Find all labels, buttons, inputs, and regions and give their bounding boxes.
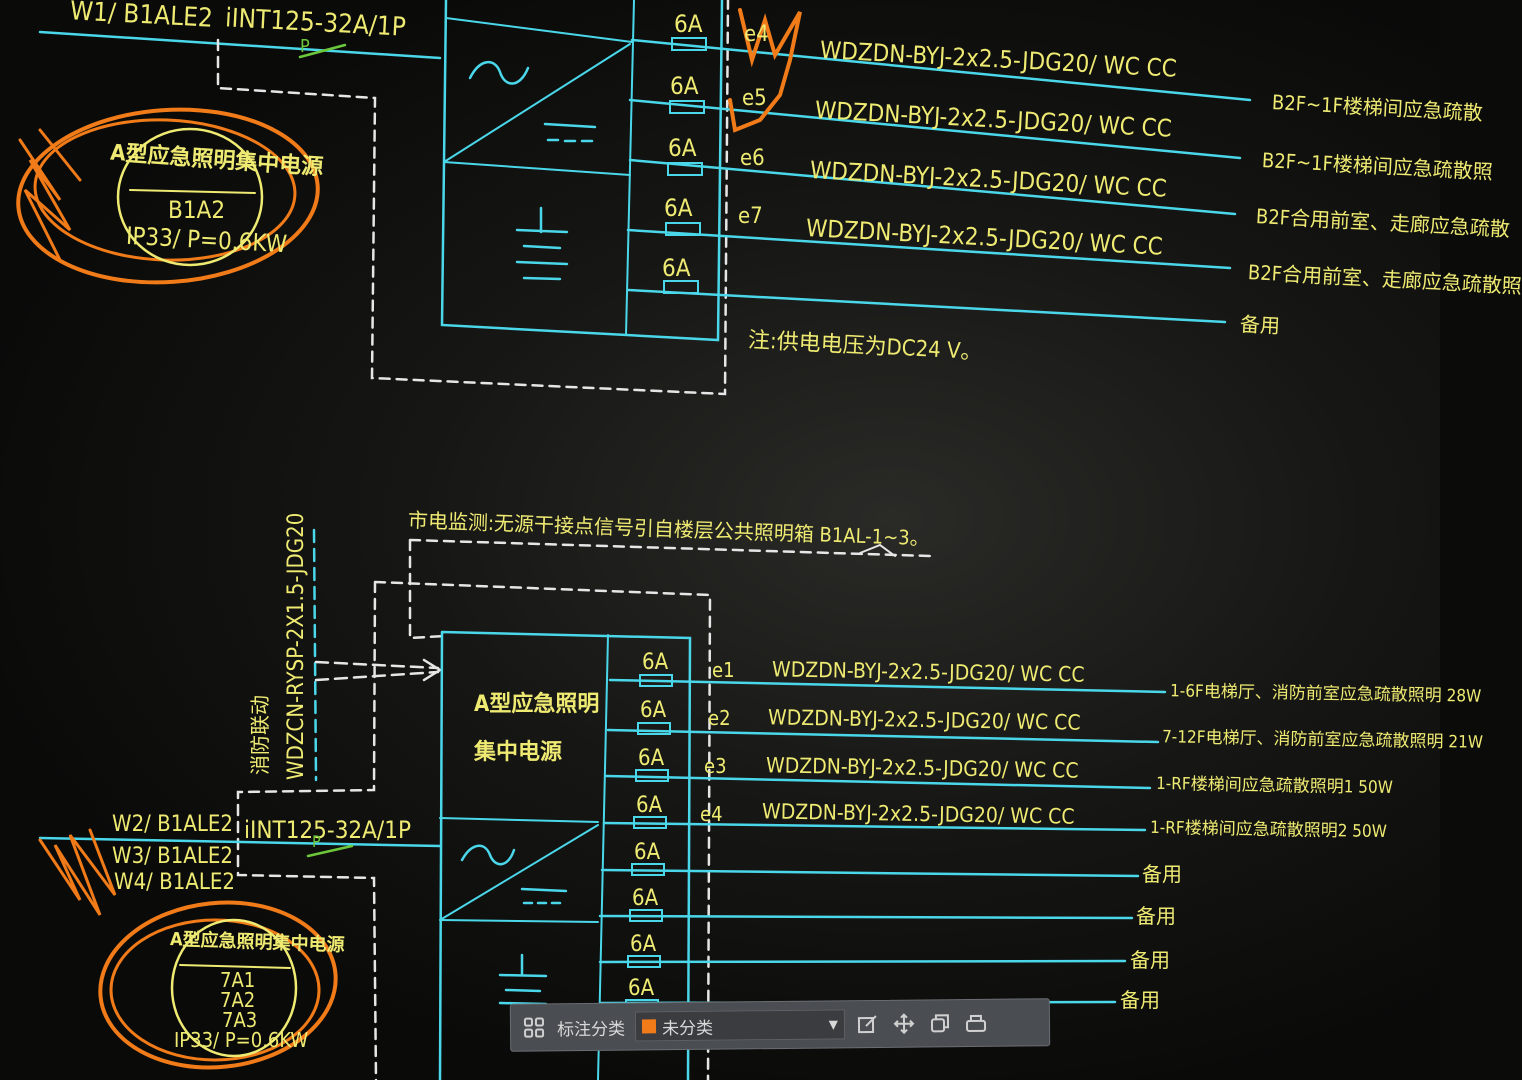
top-feeder-label: W1/ B1ALE2 <box>69 0 214 34</box>
top-circuit-id: e5 <box>742 86 767 111</box>
bottom-feeder-label: W4/ B1ALE2 <box>114 870 235 895</box>
grid-icon[interactable] <box>521 1014 547 1040</box>
orange-circle-bottom <box>98 900 338 1070</box>
bottom-source-label-2: 集中电源 <box>474 740 563 765</box>
edit-icon[interactable] <box>855 1011 881 1037</box>
layers-icon[interactable] <box>963 1010 989 1036</box>
move-icon[interactable] <box>891 1011 917 1037</box>
bottom-breaker-mark: P <box>312 832 321 851</box>
top-circuit-dest: 备用 <box>1239 312 1281 339</box>
top-fuse-rating: 6A <box>662 254 691 282</box>
bottom-fuse-rating: 6A <box>638 746 665 771</box>
top-enclosure-dashed <box>216 0 730 396</box>
category-select-value: 未分类 <box>661 1018 714 1039</box>
copy-icon[interactable] <box>927 1010 953 1036</box>
bottom-circuit-dest: 备用 <box>1136 904 1176 928</box>
bottom-vertical-cable: WDZCN-RYSP-2X1.5-JDG20 <box>284 512 309 780</box>
bottom-circuit-id: e1 <box>712 658 735 682</box>
top-fuse-rating: 6A <box>668 134 697 162</box>
bottom-source-id: 7A1 <box>220 968 256 992</box>
bottom-enclosure-dashed <box>236 580 712 1080</box>
bottom-fuse-rating: 6A <box>640 698 667 723</box>
bottom-source-id: 7A2 <box>220 988 256 1012</box>
bottom-fuse-rating: 6A <box>628 976 655 1001</box>
bottom-fuse-rating: 6A <box>630 932 657 957</box>
bottom-breaker-label: iINT125-32A/1P <box>244 816 411 844</box>
top-feeder-line <box>38 30 442 60</box>
bottom-circuit-dest: 1-RF楼梯间应急疏散照明2 50W <box>1149 817 1388 843</box>
bottom-fuse-rating: 6A <box>634 840 661 865</box>
bottom-circuit-dest: 1-RF楼梯间应急疏散照明1 50W <box>1155 773 1394 799</box>
bottom-source-id: 7A3 <box>222 1008 258 1032</box>
bottom-circuit-dest: 备用 <box>1130 948 1170 972</box>
bottom-circuit-id: e2 <box>708 706 731 730</box>
top-fuse-rating: 6A <box>664 194 693 222</box>
bottom-source-rating: IP33/ P=0.6KW <box>174 1028 309 1052</box>
bottom-circuit-cable: WDZDN-BYJ-2x2.5-JDG20/ WC CC <box>761 799 1075 829</box>
bottom-circuit-dest: 备用 <box>1142 862 1182 886</box>
bottom-circuit-dest: 备用 <box>1120 988 1160 1012</box>
bottom-fuse-rating: 6A <box>632 886 659 911</box>
bottom-feeder-label: W3/ B1ALE2 <box>112 844 233 869</box>
bottom-feeder-label: W2/ B1ALE2 <box>112 812 233 837</box>
bottom-circuit-cable: WDZDN-BYJ-2x2.5-JDG20/ WC CC <box>771 657 1085 687</box>
annotation-category-label: 标注分类 <box>556 1019 626 1040</box>
top-fuse-rating: 6A <box>670 72 699 100</box>
bottom-vertical-tag: 消防联动 <box>248 695 272 775</box>
top-source-circle <box>116 127 264 267</box>
top-breaker-mark: P <box>300 36 310 57</box>
top-breaker-contact <box>298 43 347 59</box>
top-source-id: B1A2 <box>168 196 226 224</box>
orange-mark-e4 <box>728 8 802 133</box>
annotation-toolbar: 标注分类 未分类 ▼ <box>509 998 1051 1052</box>
bottom-source-label-1: A型应急照明 <box>474 692 600 717</box>
top-circuit-id: e6 <box>740 146 765 171</box>
bottom-circuit-id: e4 <box>700 802 723 826</box>
bottom-source-box <box>438 630 692 1080</box>
category-color-swatch <box>641 1019 657 1034</box>
bottom-fuse-rating: 6A <box>636 793 663 818</box>
bottom-fuse-rating: 6A <box>642 650 669 675</box>
orange-circle-top <box>16 107 320 285</box>
top-circuit-id: e7 <box>738 204 763 229</box>
bottom-circuit-id: e3 <box>704 754 727 778</box>
chevron-down-icon: ▼ <box>828 1017 839 1032</box>
bottom-circuit-cable: WDZDN-BYJ-2x2.5-JDG20/ WC CC <box>765 753 1079 783</box>
top-circuit-id: e4 <box>744 22 769 47</box>
top-fuse-rating: 6A <box>674 10 703 38</box>
category-select[interactable]: 未分类 ▼ <box>634 1009 846 1042</box>
schematic-drawing <box>16 0 1252 1080</box>
bottom-circuit-cable: WDZDN-BYJ-2x2.5-JDG20/ WC CC <box>767 705 1081 735</box>
